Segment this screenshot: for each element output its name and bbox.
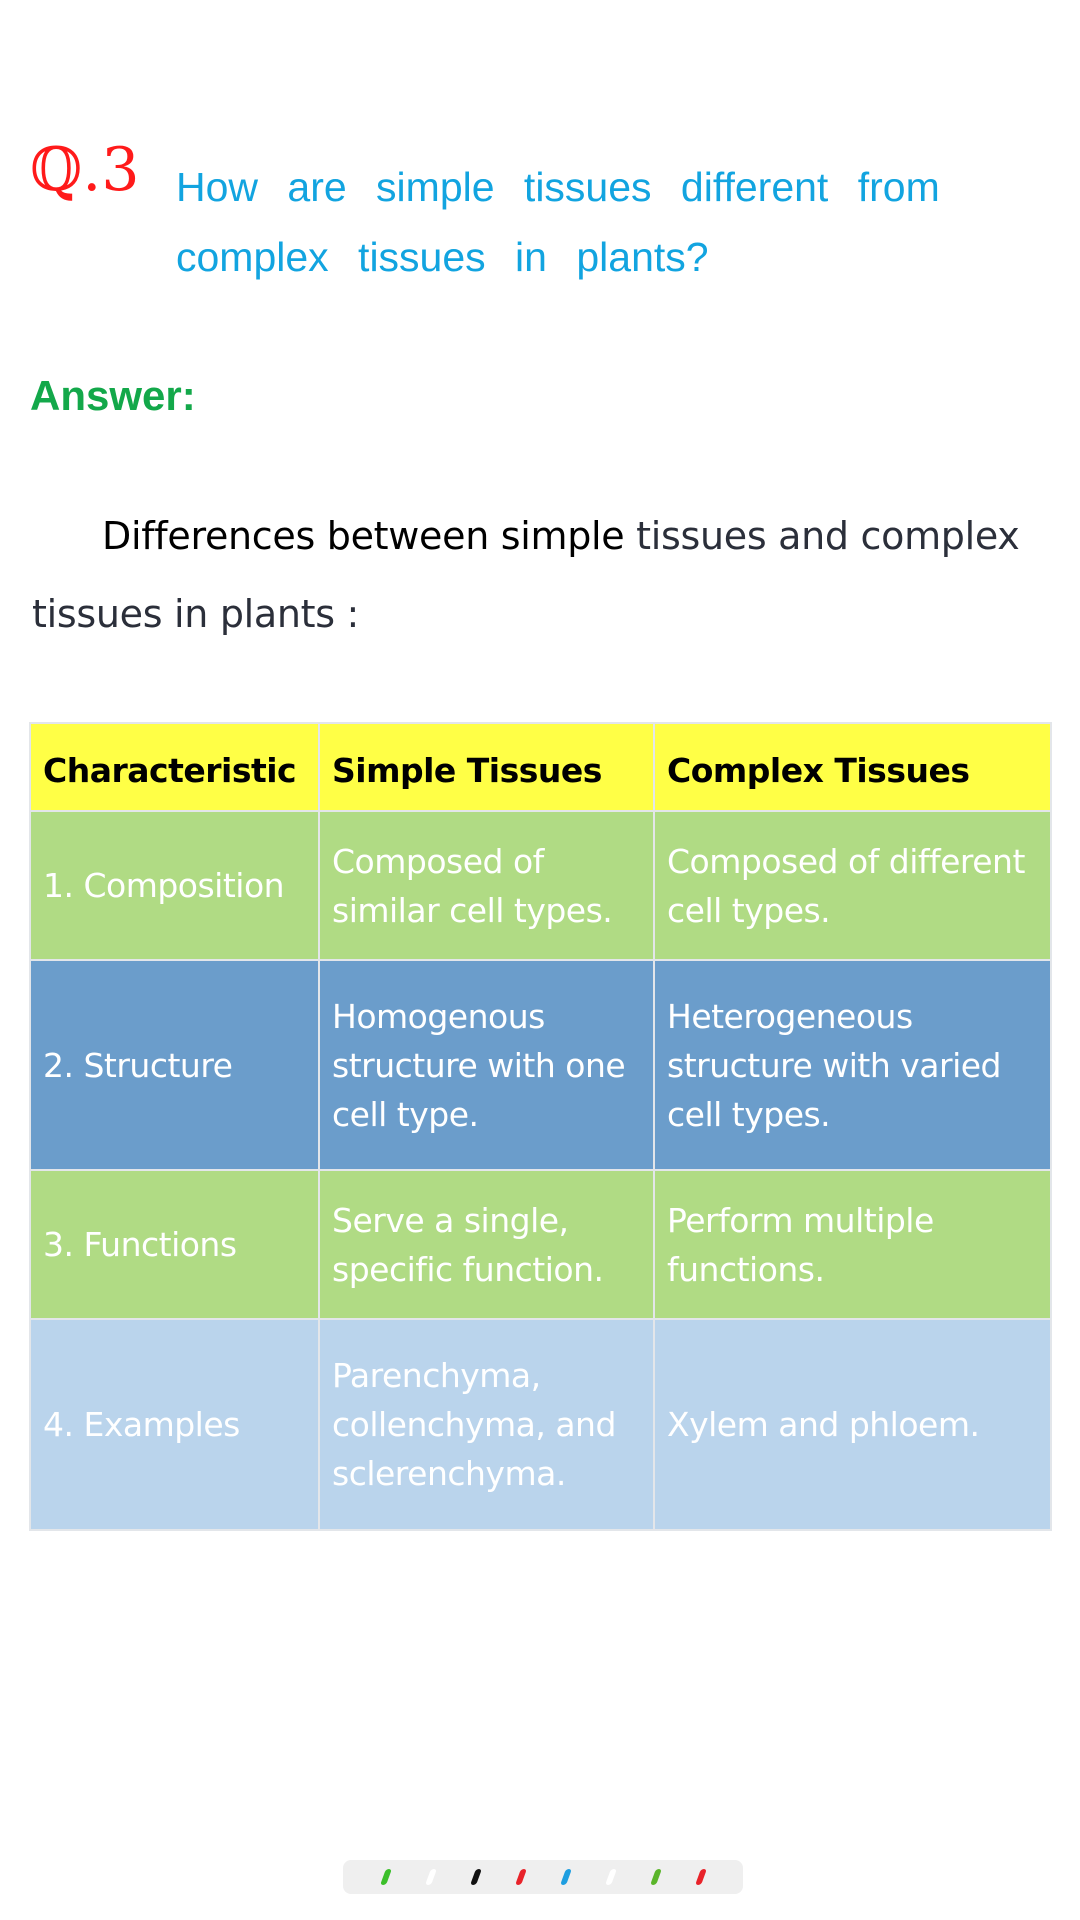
green-pen-icon[interactable] (649, 1869, 662, 1885)
table-header-row: Characteristic Simple Tissues Complex Ti… (29, 722, 1052, 812)
table-row: 2. Structure Homogenous structure with o… (29, 959, 1052, 1171)
row-simple: Composed of similar cell types. (318, 810, 655, 961)
header-complex-tissues: Complex Tissues (653, 722, 1052, 812)
row-characteristic: 3. Functions (29, 1169, 320, 1320)
green-pen-icon[interactable] (379, 1869, 392, 1885)
row-complex: Perform multiple functions. (653, 1169, 1052, 1320)
row-complex: Composed of different cell types. (653, 810, 1052, 961)
question-number: ℚ.3 (30, 135, 140, 205)
row-characteristic: 2. Structure (29, 959, 320, 1171)
question-text: How are simple tissues different from co… (176, 164, 940, 280)
header-characteristic: Characteristic (29, 722, 320, 812)
row-simple: Homogenous structure with one cell type. (318, 959, 655, 1171)
row-characteristic: 4. Examples (29, 1318, 320, 1531)
intro-text-part2: tissues and complex tissues in plants : (32, 514, 1020, 636)
row-complex: Xylem and phloem. (653, 1318, 1052, 1531)
black-pen-icon[interactable] (469, 1869, 482, 1885)
pen-toolbar (343, 1860, 743, 1894)
answer-label: Answer: (30, 372, 196, 419)
intro-paragraph: Differences between simple tissues and c… (32, 497, 1042, 653)
blue-pen-icon[interactable] (559, 1869, 572, 1885)
red-pen-icon[interactable] (694, 1869, 707, 1885)
red-pen-icon[interactable] (514, 1869, 527, 1885)
row-simple: Serve a single, specific function. (318, 1169, 655, 1320)
table-row: 3. Functions Serve a single, specific fu… (29, 1169, 1052, 1320)
table-row: 4. Examples Parenchyma, collenchyma, and… (29, 1318, 1052, 1531)
white-pen-icon[interactable] (424, 1869, 437, 1885)
white-pen-icon[interactable] (604, 1869, 617, 1885)
comparison-table: Characteristic Simple Tissues Complex Ti… (29, 722, 1052, 1531)
row-complex: Heterogeneous structure with varied cell… (653, 959, 1052, 1171)
row-simple: Parenchyma, collenchyma, and sclerenchym… (318, 1318, 655, 1531)
intro-text-part1: Differences between simple (102, 514, 625, 558)
header-simple-tissues: Simple Tissues (318, 722, 655, 812)
row-characteristic: 1. Composition (29, 810, 320, 961)
table-row: 1. Composition Composed of similar cell … (29, 810, 1052, 961)
